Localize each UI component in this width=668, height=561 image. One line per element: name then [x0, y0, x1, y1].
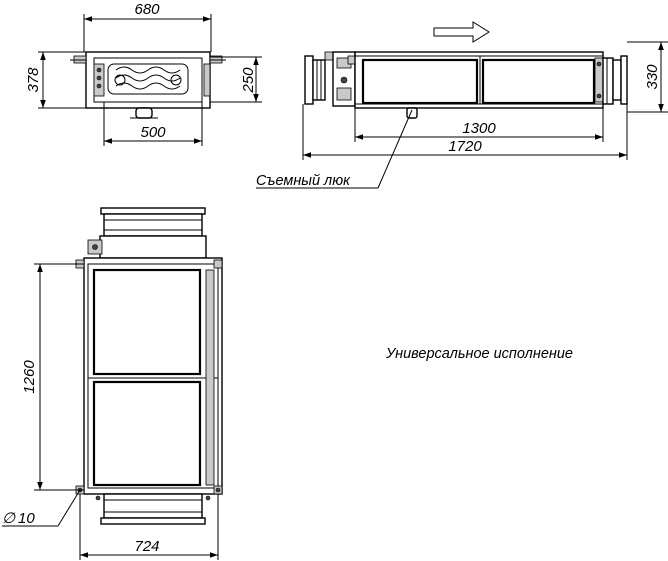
- dim-vertical-width: 724: [134, 538, 159, 555]
- dim-side-length-inner: 1300: [462, 120, 496, 137]
- side-view: 330 1300 1720 Съемный люк: [256, 21, 668, 189]
- dim-front-base-width: 500: [140, 124, 166, 141]
- universal-version-label: Универсальное исполнение: [385, 346, 573, 362]
- inspection-panel-left: [361, 58, 479, 105]
- vertical-panel-top: [92, 268, 202, 376]
- vertical-view: 1260 724 ∅ 10: [2, 207, 223, 560]
- dim-hole-diameter: 10: [18, 510, 35, 527]
- removable-hatch-label: Съемный люк: [256, 173, 351, 189]
- diameter-symbol: ∅: [2, 510, 16, 527]
- dim-side-length-total: 1720: [448, 138, 482, 155]
- vertical-panel-bottom: [92, 380, 202, 487]
- dim-front-width: 680: [134, 1, 160, 18]
- dim-front-height: 378: [25, 67, 42, 93]
- diameter-leader-line: [57, 489, 81, 527]
- heater-coil: [107, 63, 189, 95]
- airflow-arrow-icon: [433, 21, 490, 43]
- dim-vertical-height: 1260: [21, 360, 38, 394]
- dim-side-height: 330: [644, 64, 661, 90]
- front-housing: [85, 51, 211, 109]
- hatch-leader-line: [377, 109, 413, 189]
- inspection-panel-right: [481, 58, 596, 105]
- dim-front-inner-height: 250: [240, 67, 257, 94]
- front-view: 680 378: [25, 1, 262, 146]
